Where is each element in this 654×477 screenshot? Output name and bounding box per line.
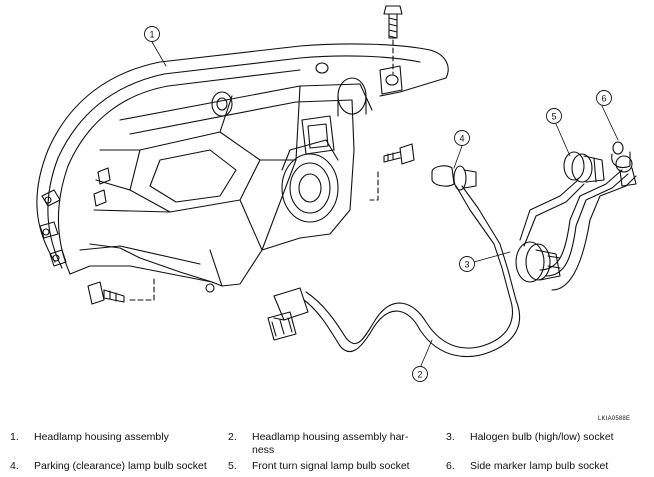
legend-number: 3.: [446, 431, 455, 443]
legend-number: 1.: [10, 431, 19, 443]
right-screw: [369, 143, 415, 201]
callout-1: 1: [149, 30, 154, 40]
callout-leaders: [151, 41, 619, 369]
legend-number: 6.: [446, 460, 455, 472]
harness: [89, 169, 637, 357]
callout-6: 6: [601, 94, 606, 104]
legend-text: Halogen bulb (high/low) socket: [470, 431, 614, 443]
headlamp-housing: [36, 43, 449, 293]
top-bolt: [383, 5, 403, 75]
turn-signal-socket: [563, 151, 605, 183]
legend-text: Front turn signal lamp bulb socket: [252, 460, 410, 472]
lower-screw: [87, 275, 155, 305]
callout-2: 2: [417, 370, 422, 380]
legend-text: Headlamp housing assembly: [34, 431, 169, 443]
legend-number: 5.: [228, 460, 237, 472]
legend-text: Parking (clearance) lamp bulb socket: [34, 460, 207, 472]
side-marker-socket: [611, 141, 637, 187]
callout-3: 3: [464, 260, 469, 270]
callout-4: 4: [459, 134, 464, 144]
headlamp-diagram: 1 2 3 4 5 6: [36, 5, 637, 382]
parking-socket: [431, 165, 477, 191]
callout-5: 5: [551, 112, 556, 122]
legend-number: 4.: [10, 460, 19, 472]
legend: 1. Headlamp housing assembly 2. Headlamp…: [0, 428, 654, 477]
halogen-socket: [515, 241, 561, 283]
callout-circles: [144, 26, 612, 382]
figure-code: LKIA0588E: [598, 416, 631, 422]
legend-text: Side marker lamp bulb socket: [470, 460, 609, 472]
legend-number: 2.: [228, 431, 237, 443]
legend-text-continued: ness: [252, 444, 275, 456]
legend-text: Headlamp housing assembly har-: [252, 431, 409, 443]
